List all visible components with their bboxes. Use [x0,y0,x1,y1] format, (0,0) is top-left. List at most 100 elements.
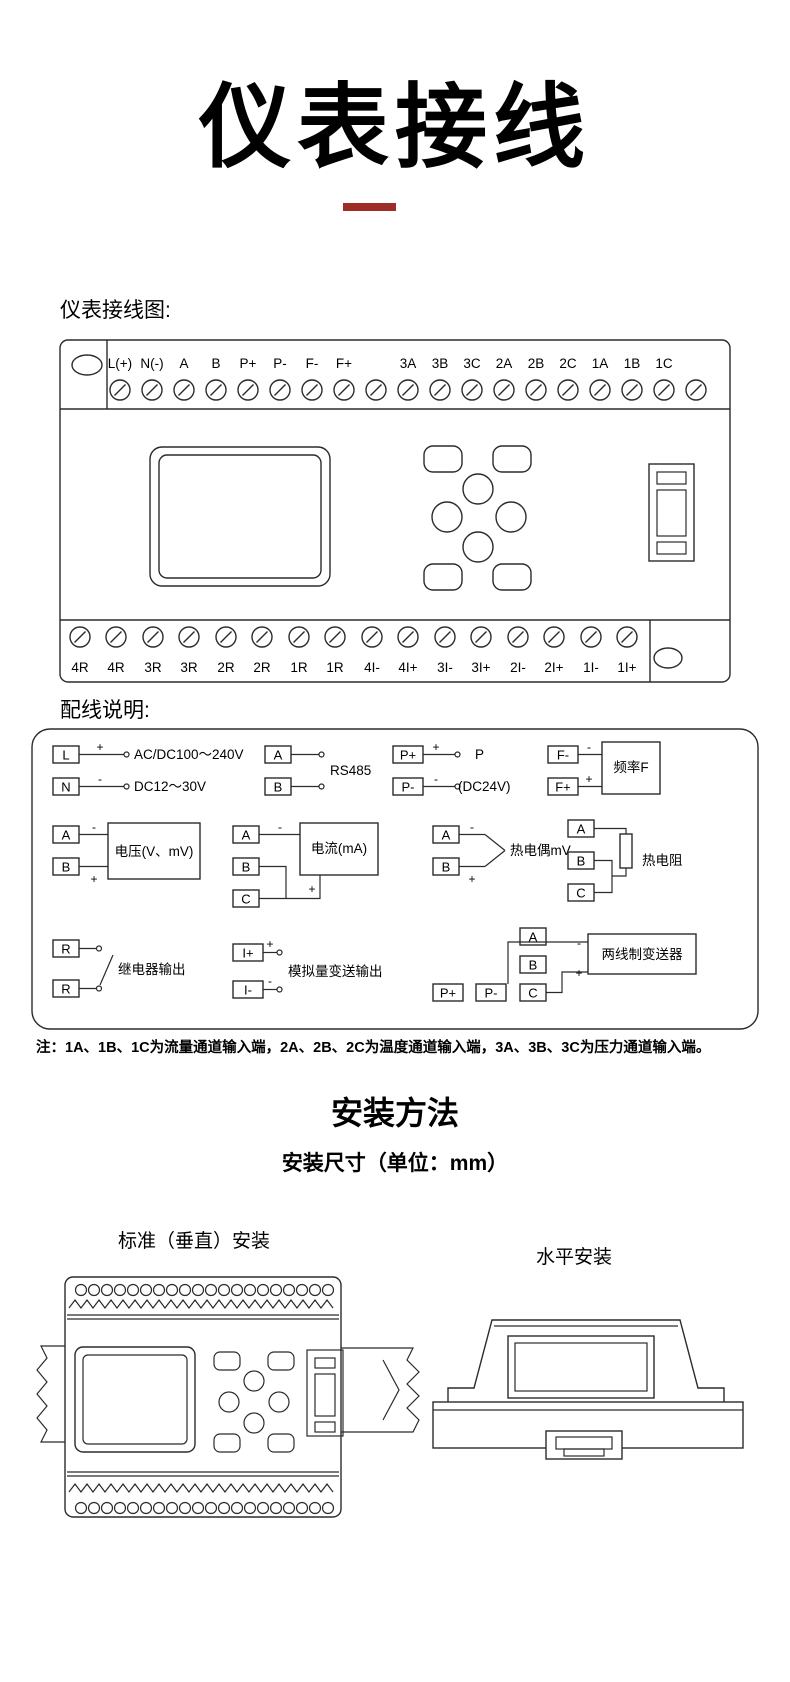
button-cluster [423,445,532,591]
function-button[interactable] [423,445,463,473]
terminal-label: 4R [71,660,89,675]
terminal-label: A [577,822,586,837]
legend-analog-output-group: I+ + I- - 模拟量变送输出 [232,937,383,999]
legend-frequency-group: F- - F+ + 频率F [547,740,661,796]
terminal-label: R [61,982,70,997]
polarity-sign: + [585,772,592,786]
polarity-sign: + [468,872,475,886]
terminal-label: B [577,854,586,869]
legend-power-group: L + AC/DC100～240V N - DC12～30V [52,740,244,796]
polarity-sign: - [470,820,474,834]
terminal-label: P- [485,986,498,1001]
polarity-sign: - [577,936,581,950]
terminal-label: 2C [559,356,577,371]
down-button[interactable] [243,1412,265,1434]
terminal-label: 3B [432,356,449,371]
top-terminal-screws [109,379,707,401]
terminal-label: 1B [624,356,641,371]
legend-voltage-group: A - B + 电压(V、mV) [52,820,201,886]
terminal-label: C [241,892,250,907]
terminal-label: 2I+ [544,660,563,675]
terminal-label: P+ [440,986,456,1001]
polarity-sign: + [96,740,103,754]
terminal-label: N(-) [140,356,163,371]
terminal-label: A [274,748,283,763]
terminal-label: L(+) [108,356,132,371]
wiring-legend-diagram: L + AC/DC100～240V N - DC12～30V A B RS485… [31,728,759,1030]
page-title: 仪表接线 [198,77,591,179]
polarity-sign: - [268,974,272,988]
terminal-label: F+ [555,780,571,795]
polarity-sign: - [92,820,96,834]
legend-transmitter-group: A B C P+ P- - + 两线制变送器 [432,927,697,1002]
terminal-label: A [242,828,251,843]
install-subheading: 安装尺寸（单位：mm） [281,1152,509,1175]
function-button[interactable] [213,1433,241,1453]
device-profile [447,1319,725,1402]
dc24-label: P [475,747,484,762]
left-button[interactable] [431,501,463,533]
terminal-label: I- [244,983,252,998]
terminal-label: F- [306,356,319,371]
terminal-label: 1I- [583,660,599,675]
terminal-label: A [529,930,538,945]
terminal-label: 1I+ [617,660,636,675]
right-button[interactable] [268,1391,290,1413]
function-button[interactable] [267,1433,295,1453]
terminal-label: 3R [180,660,198,675]
rail-arrow [382,1359,400,1421]
legend-dc24-group: P+ + P- - P (DC24V) [392,740,511,796]
polarity-sign: + [266,937,273,951]
device-outline [59,339,731,683]
function-button[interactable] [267,1351,295,1371]
function-button[interactable] [423,563,463,591]
polarity-sign: - [98,772,102,786]
terminal-label: 3C [463,356,481,371]
bottom-terminal-labels: 4R 4R 3R 3R 2R 2R 1R 1R 4I- 4I+ 3I- 3I+ … [71,660,636,675]
polarity-sign: + [90,872,97,886]
horizontal-mount-drawing [432,1319,744,1460]
lcd-display [149,446,331,587]
relay-contact-symbol [99,954,114,986]
bottom-terminal-screws [69,626,638,648]
down-button[interactable] [462,531,494,563]
terminal-label: C [576,886,585,901]
rtd-label: 热电阻 [642,853,683,868]
vent-strip-top [68,1299,334,1309]
wiring-section-label: 仪表接线图: [60,299,171,322]
function-button[interactable] [213,1351,241,1371]
right-button[interactable] [495,501,527,533]
frequency-label: 频率F [613,759,648,775]
up-button[interactable] [462,473,494,505]
terminal-label: 3I- [437,660,453,675]
terminal-label: 4R [107,660,125,675]
terminal-label: P- [402,780,415,795]
up-button[interactable] [243,1370,265,1392]
polarity-sign: - [278,820,282,834]
current-label: 电流(mA) [311,841,367,856]
horizontal-mount-label: 水平安装 [536,1247,613,1268]
title-underline [343,203,396,211]
function-button[interactable] [492,563,532,591]
polarity-sign: - [587,740,591,754]
legend-thermocouple-group: A - B + 热电偶mV [432,820,571,886]
vent-strip-bottom [68,1483,334,1493]
terminal-label: 1C [655,356,673,371]
terminal-label: B [211,356,220,371]
top-terminal-labels: L(+) N(-) A B P+ P- F- F+ 3A 3B 3C 2A 2B… [108,356,673,371]
channel-note: 注：1A、1B、1C为流量通道输入端，2A、2B、2C为温度通道输入端，3A、3… [36,1040,711,1056]
din-rail-left [36,1345,65,1443]
resistor-symbol [619,833,633,869]
legend-outline [31,728,759,1030]
terminal-label: 3R [144,660,162,675]
side-connector [648,463,695,562]
terminal-label: N [61,780,70,795]
power-range-label: AC/DC100～240V [134,747,244,762]
terminal-label: L [62,748,69,763]
terminal-label: 1A [592,356,609,371]
terminal-label: B [274,780,283,795]
terminal-label: 2A [496,356,513,371]
function-button[interactable] [492,445,532,473]
left-button[interactable] [218,1391,240,1413]
